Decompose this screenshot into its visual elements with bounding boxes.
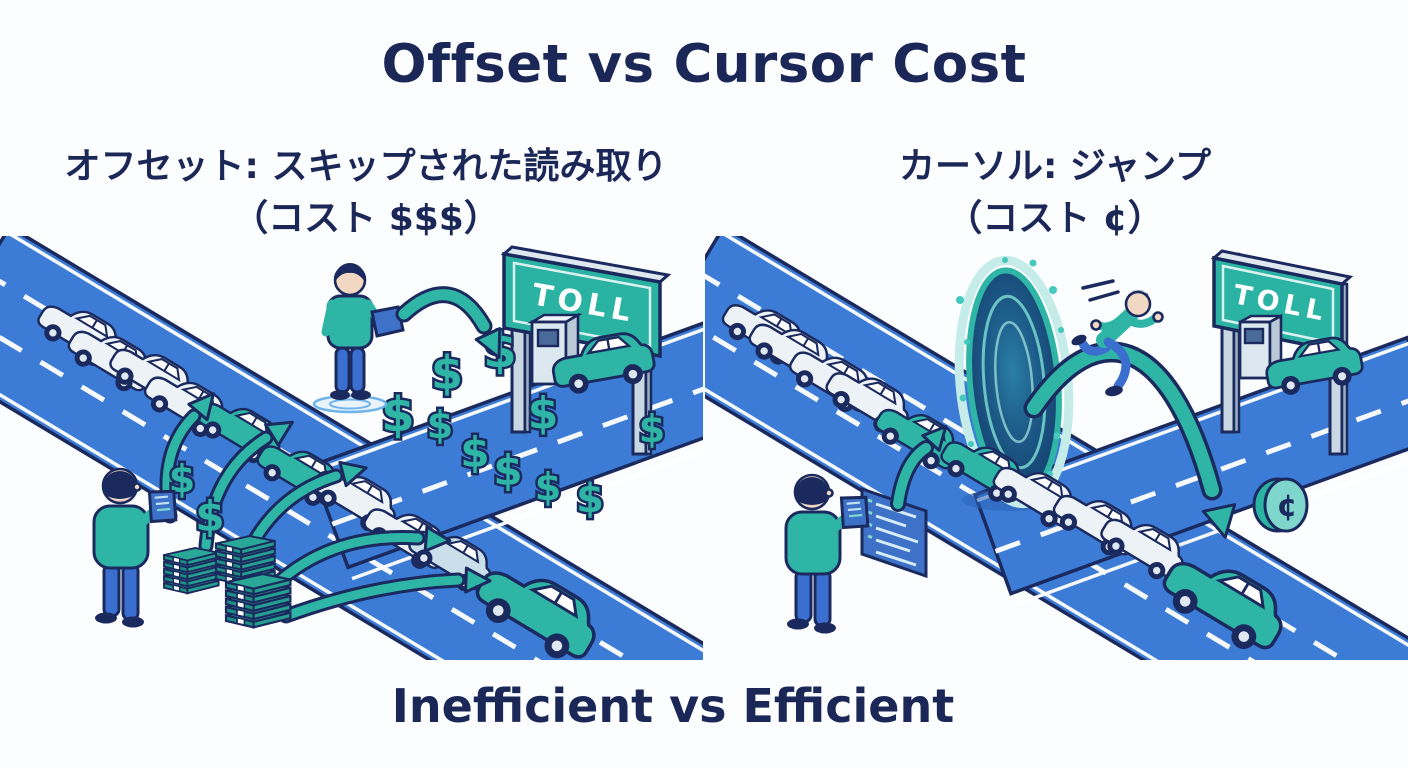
developer-figure-right xyxy=(786,475,872,634)
code-panel xyxy=(860,486,928,579)
left-illustration: TOLL xyxy=(0,236,703,660)
tablet-icon xyxy=(370,305,405,338)
dollar-icon: $ xyxy=(576,476,604,522)
speed-line xyxy=(1081,279,1115,290)
right-panel-heading: カーソル: ジャンプ （コスト ¢） xyxy=(710,141,1400,245)
money-stacks xyxy=(164,536,290,627)
dollar-icon: $ xyxy=(535,465,561,509)
lookup-arrow xyxy=(395,286,502,360)
skip-arrow xyxy=(278,566,492,624)
dollar-signs: $ $ $ $ $ $ $ $ $ $ $ $ xyxy=(166,321,667,544)
developer-figure-left xyxy=(94,469,180,628)
left-panel-heading: オフセット: スキップされた読み取り （コスト $$$） xyxy=(16,141,716,245)
runner-figure xyxy=(1071,279,1164,397)
analyst-figure xyxy=(312,263,405,414)
footer-caption: Inefficient vs Efficient xyxy=(391,679,955,733)
dollar-icon: $ xyxy=(639,407,665,451)
right-heading-line1: カーソル: ジャンプ xyxy=(898,146,1212,187)
cent-symbol: ¢ xyxy=(1277,489,1298,524)
dollar-icon: $ xyxy=(381,387,414,443)
skip-arrow xyxy=(198,420,294,554)
left-heading-line2: （コスト $$$） xyxy=(232,198,500,240)
page-title: Offset vs Cursor Cost xyxy=(381,34,1027,95)
dollar-icon: $ xyxy=(493,446,522,495)
right-heading-line2: （コスト ¢） xyxy=(946,198,1164,240)
right-toll-gate: TOLL xyxy=(1210,249,1367,456)
portal-sparkles xyxy=(956,257,1064,477)
right-illustration: TOLL xyxy=(705,236,1408,660)
cent-coin-icon: ¢ xyxy=(1252,477,1309,533)
dollar-icon: $ xyxy=(427,403,453,447)
jump-arc-arrow xyxy=(1023,341,1237,539)
left-heading-line1: オフセット: スキップされた読み取り xyxy=(64,146,668,187)
dollar-icon: $ xyxy=(460,428,489,477)
dollar-icon: $ xyxy=(528,388,559,439)
dollar-icon: $ xyxy=(195,492,224,541)
left-toll-gate: TOLL xyxy=(500,245,672,456)
dollar-icon: $ xyxy=(169,457,195,501)
speed-line xyxy=(1088,290,1120,302)
cursor-arrow xyxy=(890,425,948,512)
dollar-icon: $ xyxy=(431,346,463,400)
